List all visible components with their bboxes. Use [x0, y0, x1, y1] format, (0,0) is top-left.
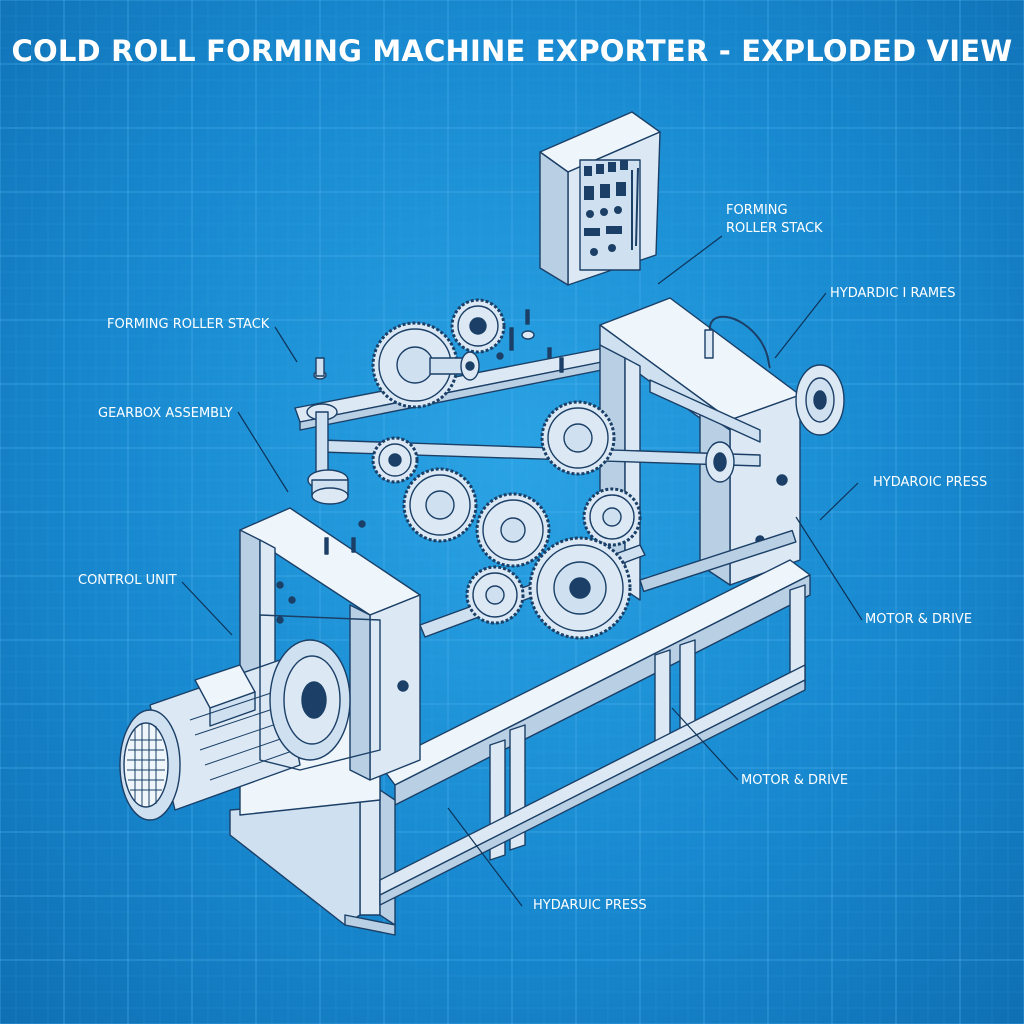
- label-hydraulic-press-bottom: HYDARUIC PRESS: [533, 898, 647, 913]
- leader-lines: [181, 235, 863, 907]
- label-motor-drive-right: MOTOR & DRIVE: [865, 612, 973, 627]
- gear-center: [404, 469, 476, 541]
- control-box: [540, 112, 660, 285]
- roller-stack-left: [307, 358, 348, 504]
- label-motor-drive-bottom: MOTOR & DRIVE: [741, 773, 849, 788]
- fasteners: [325, 310, 563, 554]
- gear-right-small: [584, 489, 640, 545]
- label-gearbox-assembly: GEARBOX ASSEMBLY: [98, 406, 233, 421]
- end-hub: [796, 365, 844, 435]
- gear-bottom-small: [467, 567, 523, 623]
- gear-bottom-large: [530, 538, 630, 638]
- label-control-unit: CONTROL UNIT: [78, 573, 177, 588]
- label-line: ROLLER STACK: [726, 221, 823, 236]
- label-hydraulic-press-right: HYDAROIC PRESS: [873, 475, 988, 490]
- gear-large-top: [373, 323, 479, 407]
- gear-left-mid: [373, 438, 417, 482]
- label-forming-roller-stack-left: FORMING ROLLER STACK: [107, 317, 270, 332]
- page-title: COLD ROLL FORMING MACHINE EXPORTER - EXP…: [11, 34, 1013, 68]
- gear-center-2: [477, 494, 549, 566]
- gear-right-mid: [542, 402, 614, 474]
- label-hydraulic-frames: HYDARDIC I RAMES: [830, 286, 956, 301]
- motor: [120, 615, 380, 820]
- label-forming-roller-stack-right: FORMING ROLLER STACK: [726, 202, 823, 238]
- gear-small-top: [452, 300, 504, 352]
- label-line: FORMING: [726, 203, 788, 218]
- base-frame: [230, 560, 810, 935]
